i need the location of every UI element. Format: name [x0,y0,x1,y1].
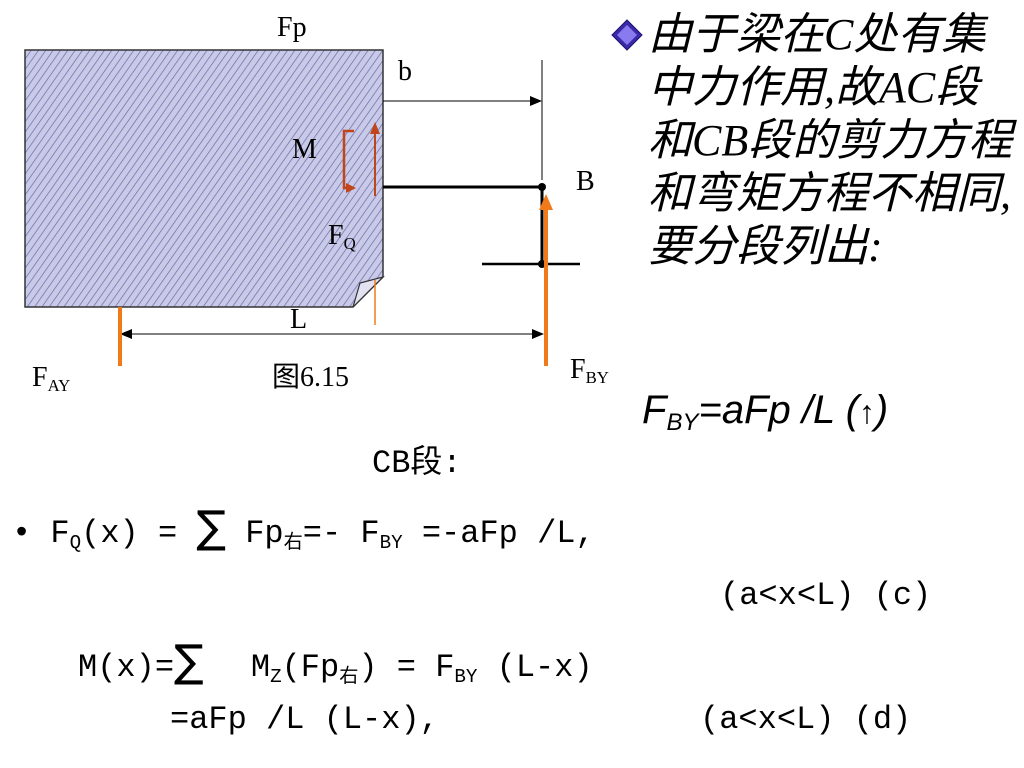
m-label: M [292,134,317,165]
fby-equation: FBY=aFp /L (↑) [642,388,889,437]
section-sheet [24,49,384,308]
up-arrow-icon: ↑ [858,394,875,430]
fay-label: FAY [32,362,71,396]
section-title: CB段: [372,445,462,482]
explanation-text: 由于梁在C处有集中力作用,故AC段和CB段的剪力方程和弯矩方程不相同,要分段列出… [648,10,1013,271]
figure-caption: 图6.15 [272,362,350,393]
moment-equation-line2: =aFp /L (L-x), [170,701,439,738]
l-dimension-label: L [290,304,308,335]
shear-equation: • FQ(x) = ∑ Fp右=- FBY =-aFp /L, [12,502,595,554]
sigma-symbol: ∑ [196,502,226,553]
b-dimension-label: b [398,56,412,87]
range-d: (a<x<L) (d) [700,701,912,738]
moment-arrowhead [346,183,356,193]
b-point-label: B [576,166,595,197]
l-arrowhead-right [532,329,544,339]
bullet-dot: • [12,515,32,552]
b-dimension-arrowhead [530,96,542,106]
diamond-bullet-icon [611,19,643,51]
l-arrowhead-left [120,329,132,339]
fp-label: Fp [277,12,307,43]
fby-arrowhead [539,194,553,210]
fq-label: FQ [328,220,356,254]
fby-label: FBY [570,354,609,388]
sigma-symbol: ∑ [174,636,204,687]
moment-equation: M(x)=∑ MZ(Fp右) = FBY (L-x) [78,636,593,688]
fq-arrowhead [370,122,380,134]
beam-diagram [24,49,580,366]
range-c: (a<x<L) (c) [720,577,932,614]
point-b-dot [538,183,546,191]
